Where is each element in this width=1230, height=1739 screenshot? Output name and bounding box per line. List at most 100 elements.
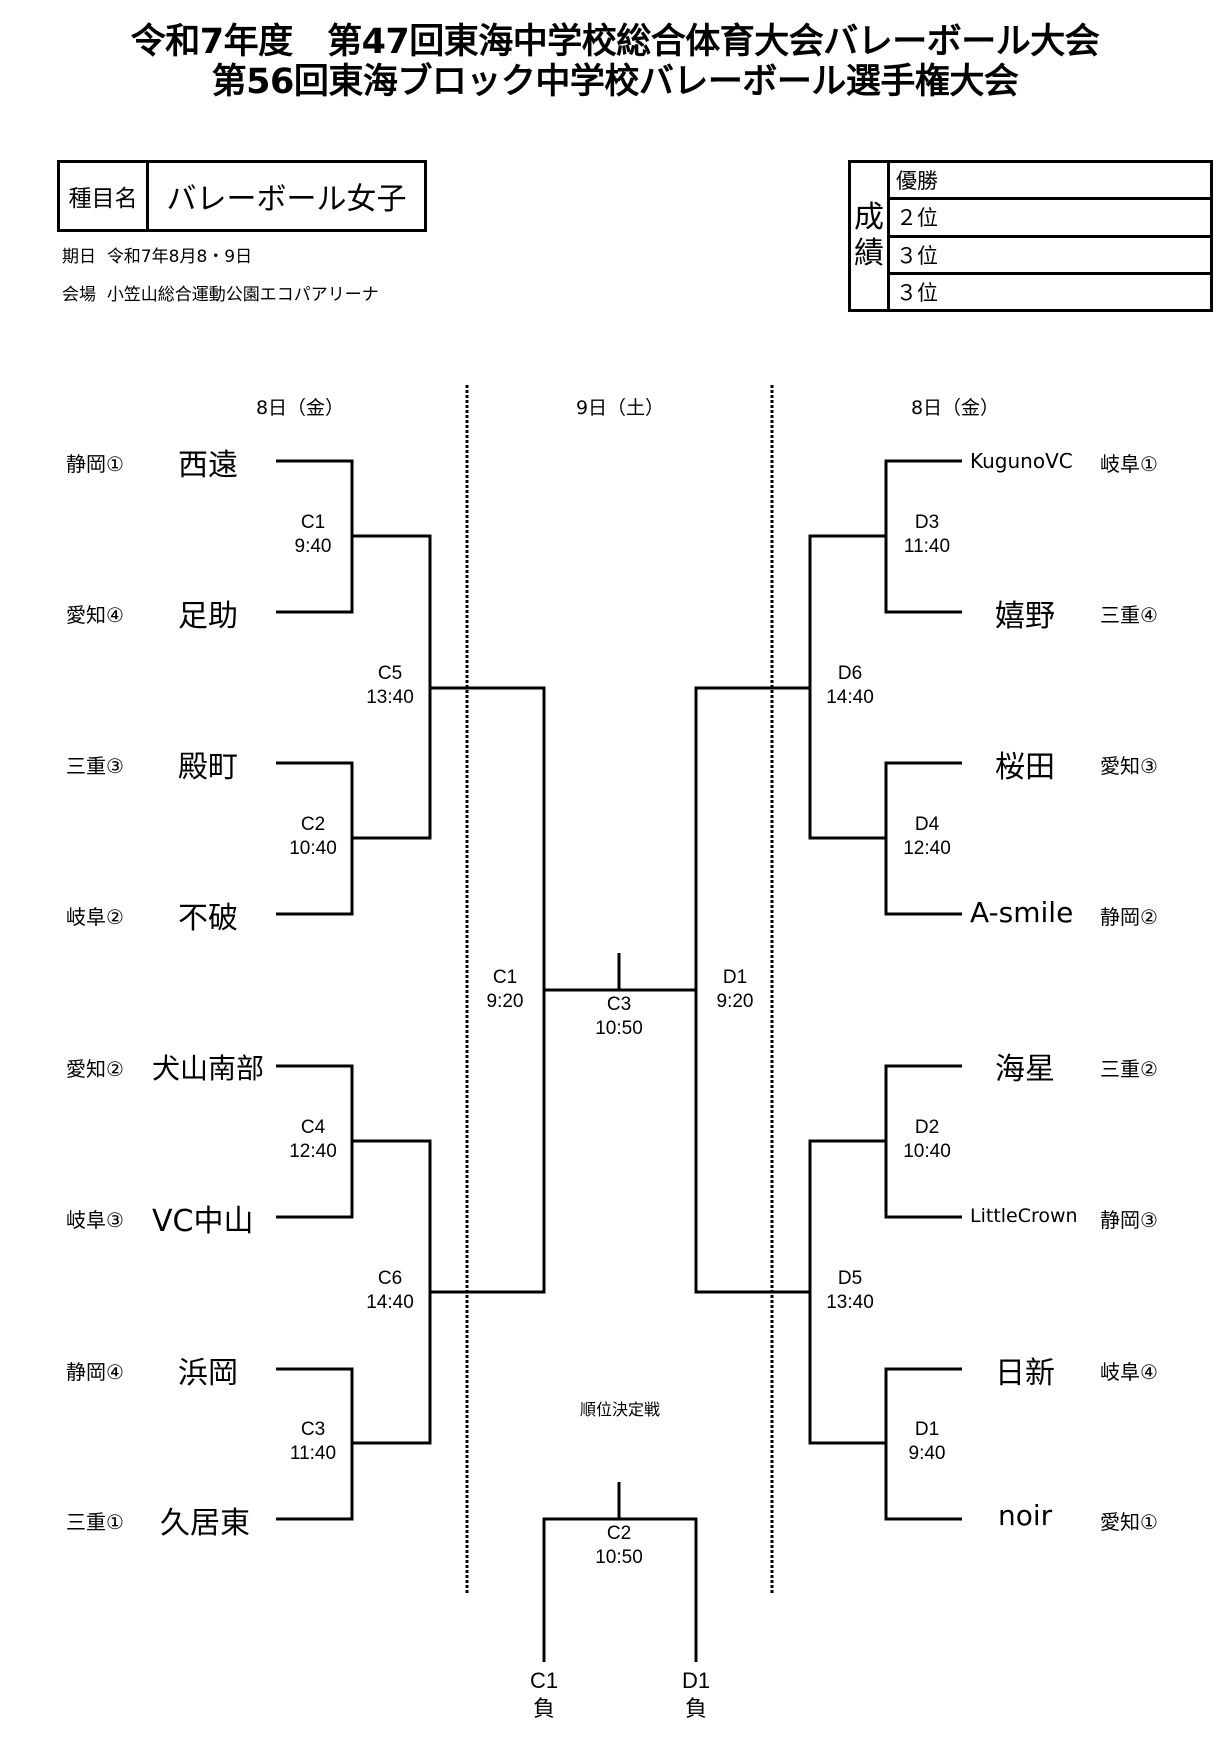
left-pref-8: 三重① <box>66 1510 124 1534</box>
right-team-4: A-smile <box>970 896 1074 929</box>
right-pref-6: 静岡③ <box>1100 1208 1158 1232</box>
match-court: C2 <box>606 1523 632 1544</box>
results-box: 成 績 優勝 ２位 ３位 ３位 <box>848 160 1213 312</box>
placement-right-source: D1 負 <box>656 1667 736 1723</box>
match-c5: C5 13:40 <box>350 662 430 710</box>
match-court: C3 <box>606 994 632 1015</box>
match-court: C1 <box>492 967 518 988</box>
left-pref-6: 岐阜③ <box>66 1208 124 1232</box>
left-team-7: 浜岡 <box>178 1356 238 1391</box>
event-label: 種目名 <box>60 163 149 229</box>
match-court: C4 <box>300 1117 326 1138</box>
match-d1: D1 9:40 <box>887 1418 967 1466</box>
right-pref-1: 岐阜① <box>1100 452 1158 476</box>
match-c2: C2 10:40 <box>273 813 353 861</box>
match-time: 12:40 <box>903 838 951 859</box>
left-team-1: 西遠 <box>178 448 238 483</box>
right-pref-3: 愛知③ <box>1100 754 1158 778</box>
placement-loser: 負 <box>532 1696 555 1721</box>
left-pref-4: 岐阜② <box>66 905 124 929</box>
match-court: D6 <box>837 663 863 684</box>
match-time: 10:40 <box>289 838 337 859</box>
placement-source: D1 <box>681 1668 711 1693</box>
venue-row: 会場 小笠山総合運動公園エコパアリーナ <box>62 280 379 305</box>
left-pref-1: 静岡① <box>66 452 124 476</box>
match-court: D3 <box>914 512 940 533</box>
right-pref-7: 岐阜④ <box>1100 1360 1158 1384</box>
match-court: C1 <box>300 512 326 533</box>
match-semi-left: C1 9:20 <box>465 966 545 1014</box>
result-row-champion: 優勝 <box>890 163 1210 201</box>
venue-label: 会場 <box>62 285 96 305</box>
event-value: バレーボール女子 <box>166 182 407 217</box>
match-d6: D6 14:40 <box>810 662 890 710</box>
right-pref-2: 三重④ <box>1100 603 1158 627</box>
placement-left-source: C1 負 <box>504 1667 584 1723</box>
result-row-third-b: ３位 <box>896 280 938 305</box>
match-court: C5 <box>377 663 403 684</box>
match-court: C2 <box>300 814 326 835</box>
match-court: D1 <box>722 967 748 988</box>
left-pref-7: 静岡④ <box>66 1360 124 1384</box>
date-value: 令和7年8月8・9日 <box>106 247 253 267</box>
match-court: C3 <box>300 1419 326 1440</box>
match-d4: D4 12:40 <box>887 813 967 861</box>
match-time: 14:40 <box>366 1292 414 1313</box>
right-team-6: LittleCrown <box>970 1205 1078 1227</box>
match-final: C3 10:50 <box>579 993 659 1041</box>
match-court: D1 <box>914 1419 940 1440</box>
match-court: D4 <box>914 814 940 835</box>
match-court: D2 <box>914 1117 940 1138</box>
day-header-right: 8日（金） <box>910 397 1000 419</box>
placement-loser: 負 <box>684 1696 707 1721</box>
match-time: 9:20 <box>486 991 524 1012</box>
match-d2: D2 10:40 <box>887 1116 967 1164</box>
match-c4: C4 12:40 <box>273 1116 353 1164</box>
placement-label: 順位決定戦 <box>579 1400 660 1419</box>
venue-value: 小笠山総合運動公園エコパアリーナ <box>106 285 379 305</box>
right-pref-5: 三重② <box>1100 1057 1158 1081</box>
match-time: 11:40 <box>903 536 951 557</box>
match-d3: D3 11:40 <box>887 511 967 559</box>
left-team-3: 殿町 <box>178 750 238 785</box>
right-team-8: noir <box>998 1499 1053 1532</box>
placement-source: C1 <box>529 1668 559 1693</box>
right-pref-8: 愛知① <box>1100 1510 1158 1534</box>
right-team-3: 桜田 <box>995 750 1055 785</box>
right-team-2: 嬉野 <box>995 599 1055 634</box>
left-team-8: 久居東 <box>160 1506 250 1541</box>
right-team-1: KugunoVC <box>970 449 1073 473</box>
results-label-top: 成 <box>854 200 884 235</box>
day-header-center: 9日（土） <box>575 397 665 419</box>
match-time: 14:40 <box>826 687 874 708</box>
right-team-5: 海星 <box>995 1052 1055 1087</box>
left-pref-5: 愛知② <box>66 1057 124 1081</box>
match-time: 12:40 <box>289 1141 337 1162</box>
match-time: 10:50 <box>595 1018 643 1039</box>
left-team-4: 不破 <box>178 901 238 936</box>
match-time: 13:40 <box>826 1292 874 1313</box>
result-row-second: ２位 <box>890 200 1210 238</box>
left-pref-2: 愛知④ <box>66 603 124 627</box>
results-label-bottom: 績 <box>854 236 884 271</box>
title-line-1: 令和7年度 第47回東海中学校総合体育大会バレーボール大会 <box>130 22 1100 62</box>
left-pref-3: 三重③ <box>66 754 124 778</box>
match-court: C6 <box>377 1268 403 1289</box>
match-third: C2 10:50 <box>579 1522 659 1570</box>
right-pref-4: 静岡② <box>1100 905 1158 929</box>
match-time: 9:40 <box>908 1443 946 1464</box>
event-box: 種目名 バレーボール女子 <box>57 160 427 232</box>
match-time: 13:40 <box>366 687 414 708</box>
match-time: 10:40 <box>903 1141 951 1162</box>
match-c6: C6 14:40 <box>350 1267 430 1315</box>
result-row-third-a: ３位 <box>890 238 1210 275</box>
left-team-2: 足助 <box>178 599 238 634</box>
day-header-left: 8日（金） <box>255 397 345 419</box>
match-time: 10:50 <box>595 1547 643 1568</box>
date-row: 期日 令和7年8月8・9日 <box>62 242 252 267</box>
